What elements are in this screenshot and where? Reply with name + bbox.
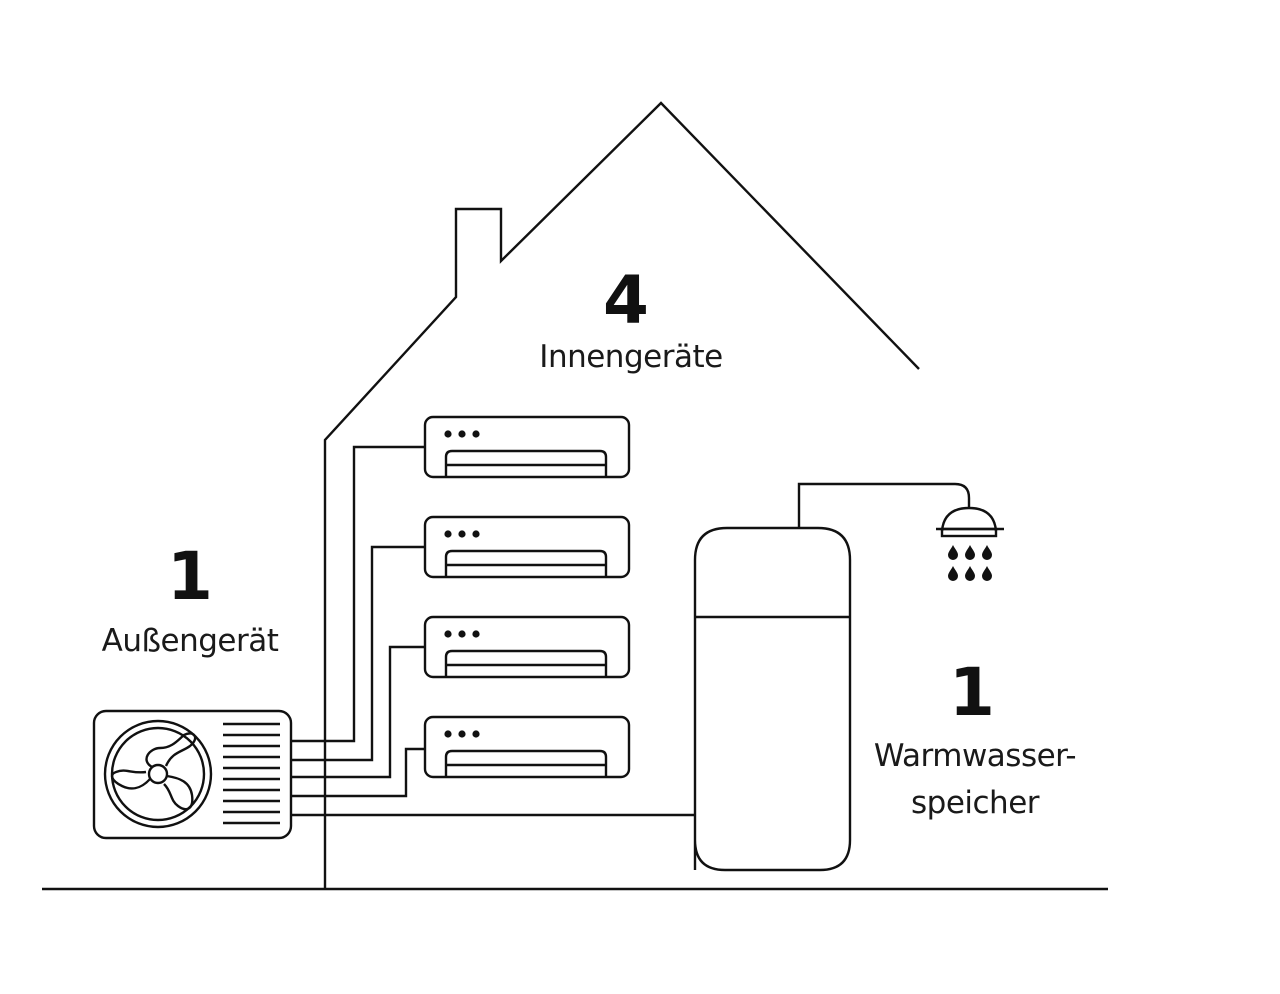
water-drop-icon [982, 566, 992, 581]
indoor-unit-vent [444, 649, 608, 677]
wall-split-ac-unit-icon [423, 515, 631, 579]
outdoor-unit-label: Außengerät [101, 623, 279, 659]
indicator-dot [472, 730, 480, 738]
indicator-dot [444, 530, 452, 538]
water-drop-icon [948, 545, 958, 560]
water-drop-icon [965, 566, 975, 581]
indoor-units-count: 4 [603, 262, 649, 339]
water-tank-count: 1 [949, 654, 995, 731]
water-drop-icon [965, 545, 975, 560]
indicator-dot [458, 630, 466, 638]
indoor-unit-body [423, 415, 631, 479]
water-drops [948, 545, 992, 581]
indoor-unit-vent [444, 449, 608, 477]
indicator-dot [444, 430, 452, 438]
indicator-dot [472, 430, 480, 438]
outdoor-fan-unit-icon [92, 709, 293, 840]
indicator-dot [472, 530, 480, 538]
wall-split-ac-unit-icon [423, 715, 631, 779]
shower-head-icon [936, 506, 1004, 581]
water-drop-icon [982, 545, 992, 560]
indicator-dot [444, 630, 452, 638]
indoor-unit-vent [444, 549, 608, 577]
indicator-dot [458, 430, 466, 438]
pipe-indoor-unit-2 [291, 545, 425, 762]
indoor-unit-body [423, 715, 631, 779]
pipe-indoor-unit-4 [291, 747, 425, 798]
water-drop-icon [948, 566, 958, 581]
wall-split-ac-unit-icon [423, 615, 631, 679]
indoor-unit-vent [444, 749, 608, 777]
house-outline-icon [323, 101, 920, 889]
outdoor-unit-count: 1 [167, 538, 213, 615]
indoor-units-group [423, 415, 631, 779]
water-tank-label-line2: speicher [910, 785, 1040, 821]
indoor-units-label: Innengeräte [539, 339, 723, 375]
water-tank-icon [693, 482, 971, 872]
wall-split-ac-unit-icon [423, 415, 631, 479]
indicator-dot [458, 530, 466, 538]
pipe-indoor-unit-3 [291, 645, 425, 779]
indicator-dot [444, 730, 452, 738]
refrigerant-pipes [291, 445, 695, 817]
indicator-dot [472, 630, 480, 638]
water-tank-label-line1: Warmwasser- [873, 738, 1077, 774]
pipe-indoor-unit-1 [291, 445, 425, 743]
indoor-unit-body [423, 615, 631, 679]
indicator-dot [458, 730, 466, 738]
indoor-unit-body [423, 515, 631, 579]
